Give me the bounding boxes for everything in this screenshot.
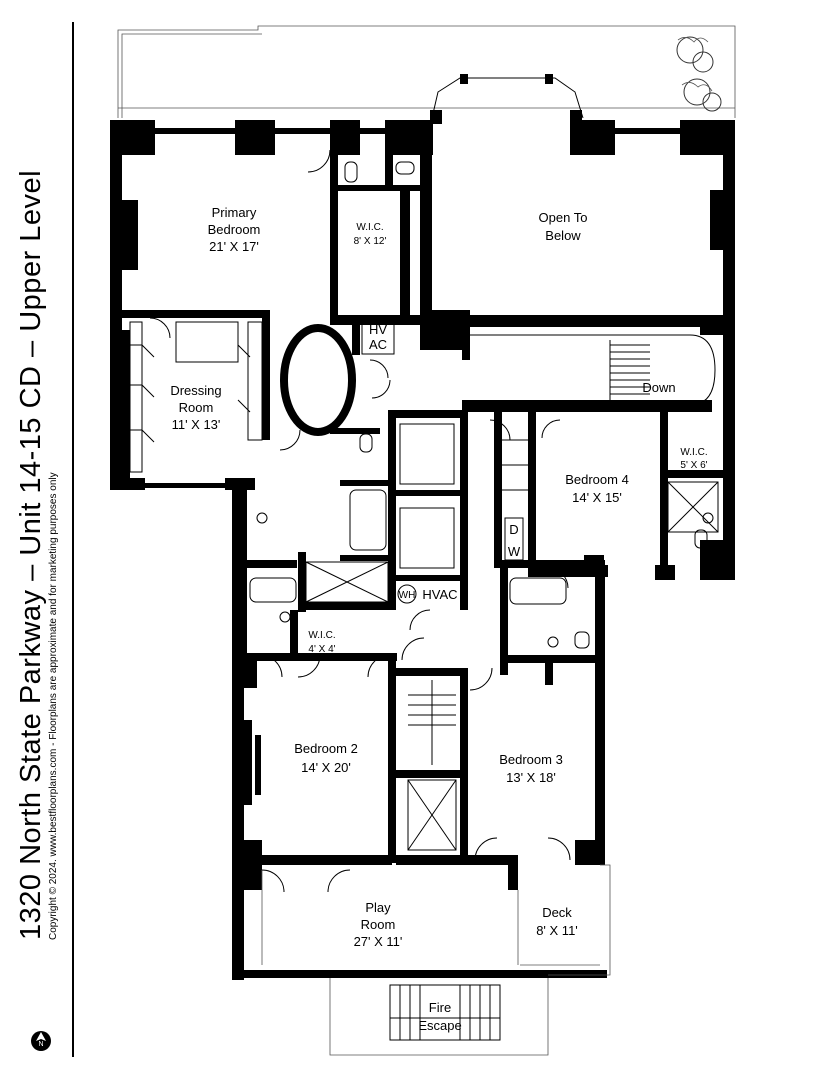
- bathtub-icon: [249, 481, 719, 605]
- central-core-walls: [298, 405, 604, 612]
- down-label-text: Down: [642, 380, 675, 395]
- toilet-icon: [344, 161, 708, 649]
- fire-escape-name2: Escape: [418, 1018, 461, 1033]
- wh-label: WH: [399, 590, 416, 601]
- deck-name: Deck: [542, 905, 572, 920]
- room-labels: Primary Bedroom 21' X 17' W.I.C. 8' X 12…: [170, 205, 707, 1033]
- north-arrow-icon: N: [31, 1031, 51, 1051]
- dressing-room-size: 11' X 13': [172, 417, 221, 432]
- primary-bedroom-size: 21' X 17': [209, 239, 259, 254]
- hvac-top-line1: HV: [369, 322, 387, 337]
- open-to-below-line2: Below: [545, 228, 581, 243]
- bedroom3-name: Bedroom 3: [499, 752, 563, 767]
- primary-suite-walls: [122, 155, 735, 440]
- wic-small-size: 4' X 4': [308, 644, 335, 655]
- north-letter: N: [38, 1041, 43, 1048]
- mechanical-closet: WH HVAC: [397, 584, 458, 604]
- fire-escape-name: Fire: [429, 1000, 451, 1015]
- primary-bedroom-name: Primary: [212, 205, 257, 220]
- title-divider-line: [72, 22, 74, 1057]
- bedroom2-size: 14' X 20': [301, 760, 351, 775]
- hvac-mid-label: HVAC: [422, 587, 457, 602]
- left-wing-walls: [232, 488, 607, 980]
- dw-line2: W: [508, 544, 521, 559]
- hvac-closet-top: HV AC: [361, 317, 395, 355]
- play-room-size: 27' X 11': [354, 934, 403, 949]
- top-terrace: [117, 25, 736, 118]
- wic-primary-name: W.I.C.: [356, 222, 383, 233]
- deck-size: 8' X 11': [536, 923, 578, 938]
- sink-icon: [256, 512, 714, 648]
- play-room-outline: [261, 864, 611, 976]
- bedroom4-size: 14' X 15': [572, 490, 622, 505]
- bedroom2-name: Bedroom 2: [294, 741, 358, 756]
- bath-fixtures: [249, 161, 719, 649]
- bedroom4-name: Bedroom 4: [565, 472, 629, 487]
- bedroom4-walls: [528, 405, 723, 580]
- stair-down: [462, 330, 716, 412]
- play-room-name2: Room: [361, 917, 396, 932]
- stair-icon: [609, 340, 650, 400]
- wic-small-name: W.I.C.: [308, 630, 335, 641]
- wic-bed4-size: 5' X 6': [680, 460, 707, 471]
- wic-primary-size: 8' X 12': [354, 236, 387, 247]
- dressing-room-name: Dressing: [170, 383, 221, 398]
- hvac-top-line2: AC: [369, 337, 387, 352]
- dw-line1: D: [509, 522, 518, 537]
- dishwasher-closet: D W: [502, 439, 528, 561]
- shrub-icon: [676, 36, 722, 112]
- exterior-walls: [110, 120, 735, 580]
- dressing-room-name2: Room: [179, 400, 214, 415]
- bay-window: [430, 74, 584, 124]
- play-room-name: Play: [365, 900, 391, 915]
- right-wing-walls: [396, 560, 605, 890]
- open-to-below-line1: Open To: [539, 210, 588, 225]
- oval-foyer: [280, 324, 356, 436]
- wic-bed4-name: W.I.C.: [680, 447, 707, 458]
- bedroom3-size: 13' X 18': [506, 770, 556, 785]
- door-swings: [149, 149, 571, 893]
- fire-escape: [329, 978, 549, 1056]
- dressing-closets: [129, 321, 263, 473]
- primary-bedroom-name2: Bedroom: [208, 222, 261, 237]
